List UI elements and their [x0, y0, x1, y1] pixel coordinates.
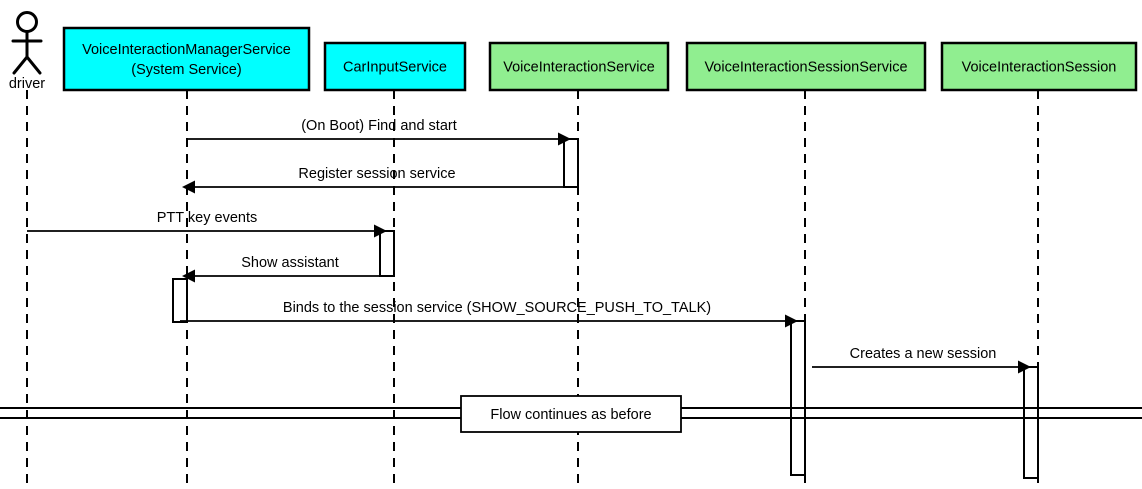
message-label-m5: Binds to the session service (SHOW_SOURC… — [283, 300, 711, 316]
message-m6: Creates a new session — [812, 346, 1031, 374]
message-m2: Register session service — [182, 166, 571, 194]
message-m3: PTT key events — [27, 210, 387, 238]
message-m1: (On Boot) Find and start — [187, 118, 571, 146]
activation-bar-vissvc — [790, 320, 806, 476]
message-label-m6: Creates a new session — [850, 346, 997, 362]
divider-label-text: Flow continues as before — [490, 407, 651, 423]
participant-box-vis[interactable] — [488, 41, 670, 92]
participants-layer: driver VoiceInteractionManagerService (Sys… — [9, 11, 1138, 92]
activation-bar-vsession — [1023, 366, 1039, 479]
activation-bar-vis — [563, 138, 579, 188]
participant-vissvc[interactable]: VoiceInteractionSessionService — [685, 41, 927, 92]
participant-vis[interactable]: VoiceInteractionService — [488, 41, 670, 92]
message-arrowhead-m4 — [182, 269, 195, 283]
message-label-m4: Show assistant — [241, 255, 339, 271]
activations-layer — [172, 138, 1039, 479]
actor-head-icon — [16, 11, 38, 33]
activation-bar-vims — [172, 278, 188, 323]
participant-label-vsession: VoiceInteractionSession — [962, 59, 1117, 75]
participant-box-vims[interactable] — [62, 26, 311, 92]
message-m5: Binds to the session service (SHOW_SOURC… — [180, 300, 798, 328]
actor-leg-right-icon — [25, 55, 42, 75]
message-arrowhead-m2 — [182, 180, 195, 194]
actor-driver: driver — [9, 11, 45, 92]
divider-label-box — [460, 395, 682, 433]
participant-label-vims: VoiceInteractionManagerService — [82, 42, 291, 58]
participant-label-vissvc: VoiceInteractionSessionService — [704, 59, 907, 75]
message-label-m1: (On Boot) Find and start — [301, 118, 457, 134]
participant-label-vis: VoiceInteractionService — [503, 59, 655, 75]
message-arrowhead-m5 — [785, 314, 798, 328]
participant-sublabel-vims: (System Service) — [131, 62, 241, 78]
participant-vims[interactable]: VoiceInteractionManagerService (System Se… — [62, 26, 311, 92]
actor-leg-left-icon — [12, 55, 29, 75]
message-arrowhead-m6 — [1018, 360, 1031, 374]
activation-bar-carinput — [379, 230, 395, 277]
message-label-m3: PTT key events — [157, 210, 257, 226]
message-label-m2: Register session service — [298, 166, 455, 182]
participant-box-vsession[interactable] — [940, 41, 1138, 92]
participant-vsession[interactable]: VoiceInteractionSession — [940, 41, 1138, 92]
participant-label-carinput: CarInputService — [343, 59, 447, 75]
divider-layer: Flow continues as before — [0, 395, 1142, 433]
participant-box-carinput[interactable] — [323, 41, 467, 92]
participant-carinput[interactable]: CarInputService — [323, 41, 467, 92]
participant-box-vissvc[interactable] — [685, 41, 927, 92]
message-arrowhead-m3 — [374, 224, 387, 238]
actor-label-driver: driver — [9, 76, 45, 92]
message-arrowhead-m1 — [558, 132, 571, 146]
message-m4: Show assistant — [182, 255, 387, 283]
